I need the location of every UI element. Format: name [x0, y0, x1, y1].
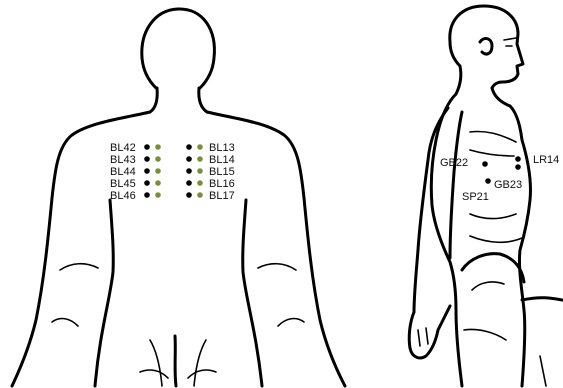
side-figure-hand — [409, 306, 450, 358]
label-sp21: SP21 — [462, 191, 489, 203]
point-gb22 — [482, 161, 488, 167]
point-gb23 — [485, 178, 491, 184]
back-figure — [12, 9, 345, 386]
point-bl45 — [144, 180, 150, 186]
back-points — [144, 144, 203, 198]
point-bl16-green — [197, 180, 203, 186]
side-figure-ear — [480, 39, 492, 54]
point-bl43-green — [155, 156, 161, 162]
back-left-labels: BL42 BL43 BL44 BL45 BL46 — [110, 142, 136, 202]
point-bl46-green — [155, 192, 161, 198]
point-lr14-lower — [515, 164, 521, 170]
side-figure-arm — [414, 108, 448, 312]
label-bl42: BL42 — [110, 142, 136, 154]
point-bl45-green — [155, 180, 161, 186]
label-gb23: GB23 — [494, 179, 522, 191]
point-bl44-green — [155, 168, 161, 174]
side-labels: LR14 GB22 GB23 SP21 — [440, 154, 559, 203]
point-bl16 — [186, 180, 192, 186]
point-bl42-green — [155, 144, 161, 150]
label-lr14: LR14 — [533, 154, 559, 166]
label-bl13: BL13 — [209, 142, 235, 154]
point-bl43 — [144, 156, 150, 162]
point-bl14-green — [197, 156, 203, 162]
back-right-labels: BL13 BL14 BL15 BL16 BL17 — [209, 142, 235, 202]
label-bl44: BL44 — [110, 166, 136, 178]
label-bl15: BL15 — [209, 166, 235, 178]
point-bl13-green — [197, 144, 203, 150]
point-bl17-green — [197, 192, 203, 198]
point-bl44 — [144, 168, 150, 174]
point-bl14 — [186, 156, 192, 162]
back-figure-neck — [150, 88, 157, 112]
label-bl14: BL14 — [209, 154, 235, 166]
point-lr14 — [515, 156, 521, 162]
label-bl45: BL45 — [110, 178, 136, 190]
side-figure-front-outline — [510, 106, 531, 386]
point-bl15-green — [197, 168, 203, 174]
point-bl46 — [144, 192, 150, 198]
label-bl17: BL17 — [209, 190, 235, 202]
point-bl42 — [144, 144, 150, 150]
label-gb22: GB22 — [440, 157, 468, 169]
label-bl16: BL16 — [209, 178, 235, 190]
point-bl17 — [186, 192, 192, 198]
label-bl46: BL46 — [110, 190, 136, 202]
point-bl13 — [186, 144, 192, 150]
point-bl15 — [186, 168, 192, 174]
back-figure-head — [142, 9, 215, 88]
label-bl43: BL43 — [110, 154, 136, 166]
